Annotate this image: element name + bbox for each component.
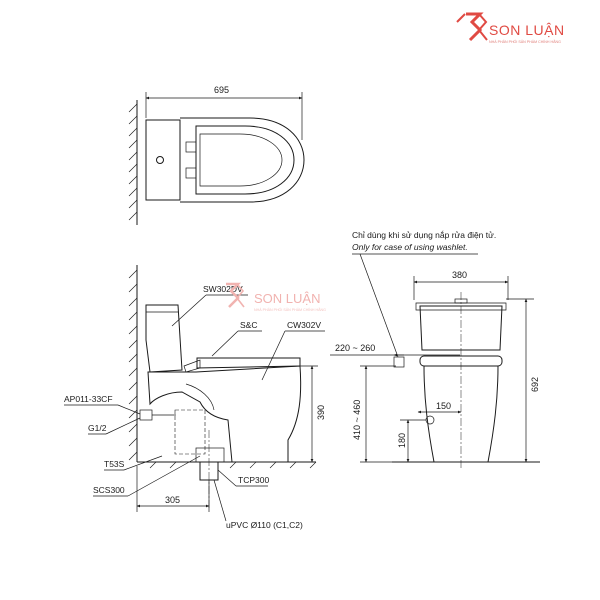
- dim-total-height: 692: [530, 377, 540, 392]
- label-bolt: T53S: [104, 459, 125, 469]
- brand-name: SON LUẬN: [489, 22, 565, 38]
- power-socket-icon: [393, 356, 405, 368]
- flush-button-icon: [156, 156, 164, 164]
- brand-tagline: NHÀ PHÂN PHỐI SẢN PHẨM CHÍNH HÃNG: [489, 39, 561, 44]
- dim-valve-offset: 150: [436, 401, 451, 411]
- front-view: Chỉ dùng khi sử dụng nắp rửa điện tử. On…: [330, 230, 540, 470]
- angle-valve-icon: [139, 409, 153, 421]
- wall-hatch: [128, 103, 138, 221]
- label-thread: G1/2: [88, 423, 107, 433]
- bowl-front: [423, 365, 499, 463]
- dim-socket-offset: 220 ~ 260: [335, 343, 375, 353]
- dim-socket-height: 410 ~ 460: [352, 400, 362, 440]
- seat-inner-top: [199, 133, 283, 187]
- dim-length: 695: [214, 85, 229, 95]
- watermark: SON LUẬN NHÀ PHÂN PHỐI SẢN PHẨM CHÍNH HÃ…: [226, 282, 326, 312]
- dim-width: 380: [452, 270, 467, 280]
- label-seat: SW302DV: [203, 284, 243, 294]
- flange-side: [195, 447, 225, 463]
- label-sc: S&C: [240, 320, 257, 330]
- hinge-right: [185, 167, 197, 179]
- note-en: Only for case of using washlet.: [352, 242, 468, 252]
- side-view: 390 305 SW302DV S&C CW302V AP011-33CF G1…: [64, 265, 326, 530]
- tank-top: [145, 119, 181, 201]
- tank-side: [145, 304, 183, 373]
- dim-rough-in: 305: [165, 495, 180, 505]
- dim-valve-height: 180: [397, 433, 407, 448]
- label-flange: SCS300: [93, 485, 125, 495]
- label-bowl: CW302V: [287, 320, 321, 330]
- floor-hatch-side: [149, 461, 317, 469]
- dim-height: 390: [316, 405, 326, 420]
- seat-outline-top: [195, 125, 295, 195]
- watermark-tagline: NHÀ PHÂN PHỐI SẢN PHẨM CHÍNH HÃNG: [254, 307, 326, 312]
- label-trap: TCP300: [238, 475, 269, 485]
- label-valve: AP011-33CF: [64, 394, 113, 404]
- trap-hidden: [174, 409, 206, 455]
- bowl-outline-top: [180, 117, 305, 203]
- brand-mark-icon: [456, 12, 488, 42]
- top-view: 695: [128, 85, 305, 225]
- bowl-side: [147, 365, 302, 463]
- watermark-name: SON LUẬN: [254, 291, 320, 306]
- hinge-left: [185, 141, 197, 153]
- label-pipe: uPVC Ø110 (C1,C2): [226, 520, 303, 530]
- brand-logo: SON LUẬN NHÀ PHÂN PHỐI SẢN PHẨM CHÍNH HÃ…: [456, 12, 565, 44]
- tank-front: [419, 305, 503, 351]
- wall-hatch-side: [128, 269, 138, 461]
- note-vi: Chỉ dùng khi sử dụng nắp rửa điện tử.: [352, 230, 496, 240]
